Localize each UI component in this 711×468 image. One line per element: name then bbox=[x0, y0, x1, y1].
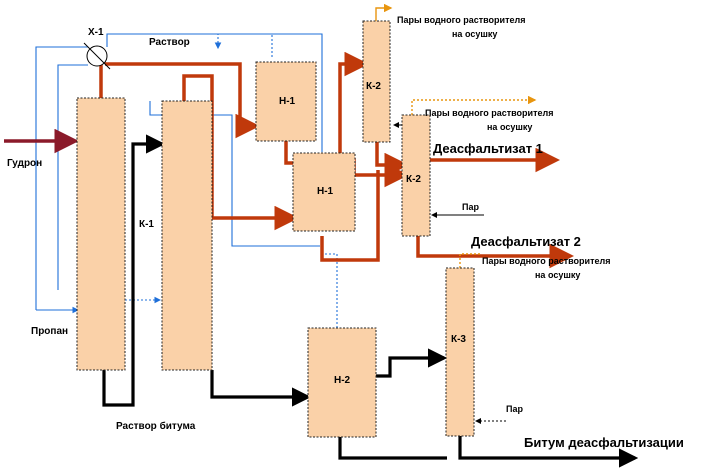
label-vapors-2-line2: на осушку bbox=[487, 122, 532, 132]
x1-to-top-line bbox=[106, 33, 323, 150]
vapor-line-1 bbox=[375, 3, 393, 22]
vapor-lines bbox=[375, 3, 537, 268]
label-vapors-1-line2: на осушку bbox=[452, 29, 497, 39]
solvent-return-line bbox=[35, 46, 88, 310]
bitumen-lines bbox=[102, 134, 639, 468]
heat-exchanger-x1 bbox=[83, 42, 111, 70]
propane-branch-line bbox=[57, 64, 88, 290]
column-k2-mid bbox=[401, 114, 431, 237]
label-propan: Пропан bbox=[31, 326, 68, 337]
label-vapors-2-line1: Пары водного растворителя bbox=[425, 108, 553, 118]
vessel-n1-mid bbox=[292, 152, 356, 232]
k2-top-feed-line bbox=[338, 51, 369, 175]
bitumen-output-line bbox=[458, 436, 639, 468]
vapor-line-2 bbox=[411, 95, 537, 115]
deasphaltizate-2-line bbox=[416, 236, 574, 269]
label-gudron: Гудрон bbox=[7, 158, 42, 169]
n2-vent-dotted bbox=[320, 253, 338, 328]
label-bitumen: Битум деасфальтизации bbox=[524, 435, 684, 450]
n1-bottom-line bbox=[320, 170, 380, 262]
label-vapors-3-line1: Пары водного растворителя bbox=[482, 256, 610, 266]
label-steam-1: Пар bbox=[462, 202, 479, 212]
n2-bottom-line bbox=[338, 437, 447, 460]
label-rastvor-bituma: Раствор битума bbox=[116, 420, 196, 432]
label-vapors-1-line1: Пары водного растворителя bbox=[397, 15, 525, 25]
propane-lines bbox=[35, 33, 338, 328]
label-k2-mid: К-2 bbox=[406, 174, 421, 185]
solution-main-line bbox=[105, 62, 260, 139]
label-deasphaltizate-1: Деасфальтизат 1 bbox=[433, 141, 543, 156]
column-k1-right bbox=[161, 100, 213, 371]
label-k2-top: К-2 bbox=[366, 81, 381, 92]
label-n2: Н-2 bbox=[334, 375, 351, 386]
label-vapors-3-line2: на осушку bbox=[535, 270, 580, 280]
label-k3: К-3 bbox=[451, 334, 466, 345]
label-rastvor: Раствор bbox=[149, 37, 190, 48]
label-n1-top: Н-1 bbox=[279, 96, 296, 107]
n2-to-k3-line bbox=[376, 348, 448, 378]
column-k3 bbox=[445, 267, 475, 437]
n1-top-to-n1-mid bbox=[284, 134, 293, 165]
k1-side-blue bbox=[149, 101, 320, 247]
k2-top-bottom-line bbox=[375, 142, 409, 178]
label-x1: Х-1 bbox=[88, 27, 104, 38]
column-k1-left bbox=[76, 97, 126, 371]
column-k2-top bbox=[362, 20, 391, 143]
label-n1-mid: Н-1 bbox=[317, 186, 334, 197]
label-deasphaltizate-2: Деасфальтизат 2 bbox=[471, 234, 581, 249]
vessel-n1-top bbox=[255, 61, 317, 142]
vessel-n2 bbox=[307, 327, 377, 438]
label-k1: К-1 bbox=[139, 219, 154, 230]
k1-bottom-line bbox=[102, 134, 166, 407]
vapor-line-3 bbox=[459, 253, 480, 268]
bitumen-solution-line bbox=[210, 370, 312, 407]
k1b-top-line bbox=[182, 74, 299, 231]
top-vent-dotted bbox=[214, 33, 273, 57]
label-steam-2: Пар bbox=[506, 404, 523, 414]
